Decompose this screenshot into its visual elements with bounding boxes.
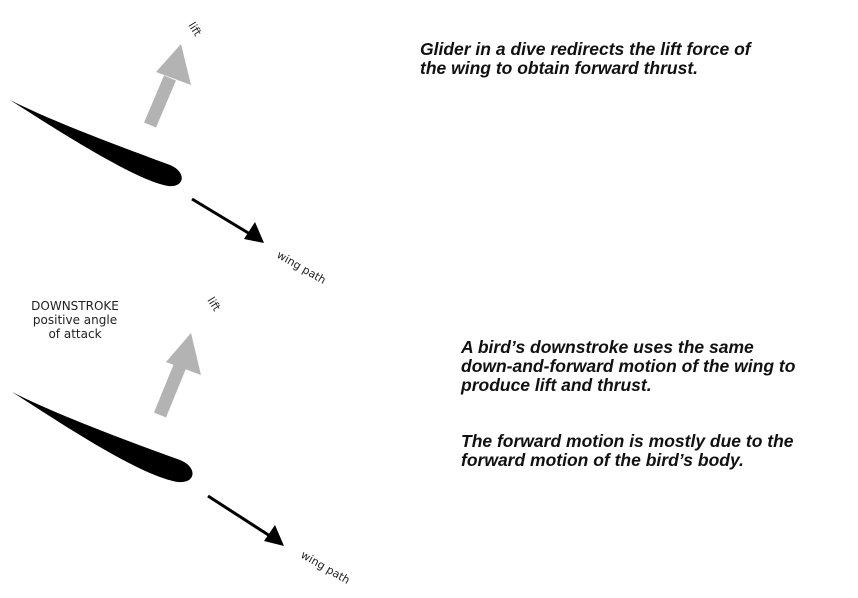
- bird-caption-line: produce lift and thrust.: [461, 375, 652, 395]
- downstroke-label: DOWNSTROKE positive angle of attack: [14, 299, 136, 341]
- bird-wing-airfoil: [12, 392, 193, 483]
- bird-wing-path-label: wing path: [299, 548, 353, 587]
- bird-path-arrow-head: [264, 525, 284, 546]
- glider-lift-label: lift: [185, 20, 204, 39]
- glider-caption-line: Glider in a dive redirects the lift forc…: [420, 39, 751, 59]
- downstroke-subtitle: positive angle: [32, 313, 118, 327]
- glider-path-arrow-head: [244, 222, 264, 243]
- bird-lift-arrow-head: [166, 333, 201, 375]
- glider-lift-arrow-head: [156, 44, 191, 85]
- bird-caption: A bird’s downstroke uses the same down-a…: [461, 338, 795, 395]
- bird-lift-label: lift: [204, 295, 223, 314]
- bird-caption-line: A bird’s downstroke uses the same: [461, 337, 754, 357]
- bird-lift-arrow-shaft: [153, 363, 187, 418]
- glider-caption-line: the wing to obtain forward thrust.: [420, 58, 699, 78]
- glider-diagram: lift wing path: [10, 20, 328, 287]
- bird-body-caption-line: forward motion of the bird’s body.: [461, 450, 744, 470]
- glider-caption: Glider in a dive redirects the lift forc…: [420, 40, 751, 78]
- downstroke-subtitle: of attack: [48, 327, 102, 341]
- bird-body-caption: The forward motion is mostly due to the …: [461, 432, 794, 470]
- bird-body-caption-line: The forward motion is mostly due to the: [461, 431, 794, 451]
- glider-wing-airfoil: [10, 100, 182, 187]
- bird-caption-line: down-and-forward motion of the wing to: [461, 356, 796, 376]
- glider-lift-arrow-shaft: [144, 75, 176, 128]
- bird-path-arrow-shaft: [207, 494, 271, 538]
- downstroke-title: DOWNSTROKE: [31, 299, 119, 313]
- glider-wing-path-label: wing path: [275, 248, 329, 287]
- glider-path-arrow-shaft: [191, 197, 251, 236]
